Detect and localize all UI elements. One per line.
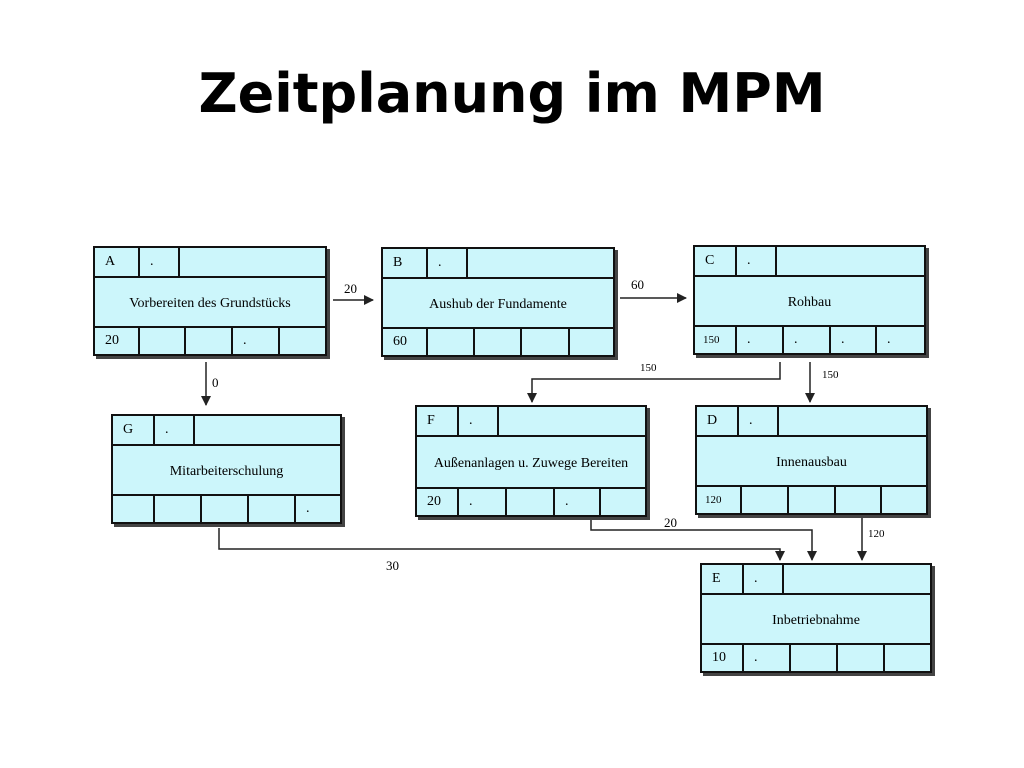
node-dot: .: [737, 247, 777, 275]
node-f: F . Außenanlagen u. Zuwege Bereiten 20 .…: [415, 405, 647, 517]
node-bottom-cell: [789, 487, 836, 513]
edge-label-a-b: 20: [344, 281, 357, 296]
node-duration: 20: [95, 328, 140, 354]
node-duration: [113, 496, 155, 522]
node-bottom-cell: [507, 489, 555, 515]
node-id: C: [695, 247, 737, 275]
node-bottom-cell: .: [233, 328, 280, 354]
node-e: E . Inbetriebnahme 10 .: [700, 563, 932, 673]
node-bottom-cell: [428, 329, 475, 355]
node-bottom-cell: [522, 329, 570, 355]
node-bottom-cell: .: [831, 327, 877, 353]
node-bottom-cell: [249, 496, 296, 522]
node-bottom-cell: [836, 487, 882, 513]
node-bottom-cell: .: [744, 645, 791, 671]
node-id: B: [383, 249, 428, 277]
node-name: Aushub der Fundamente: [429, 296, 567, 312]
node-bottom-cell: [838, 645, 885, 671]
node-bottom-cell: [791, 645, 838, 671]
node-bottom-cell: [601, 489, 645, 515]
edge-label-b-c: 60: [631, 277, 644, 292]
edge-label-f-e: 20: [664, 515, 677, 530]
node-c: C . Rohbau 150 . . . .: [693, 245, 926, 355]
node-id: D: [697, 407, 739, 435]
node-bottom-cell: .: [887, 332, 891, 347]
node-name: Außenanlagen u. Zuwege Bereiten: [433, 455, 629, 471]
node-bottom-cell: [570, 329, 613, 355]
node-b: B . Aushub der Fundamente 60: [381, 247, 615, 357]
arrow-f-e: [590, 518, 817, 561]
node-bottom-cell: [186, 328, 233, 354]
node-bottom-cell: .: [784, 327, 831, 353]
node-id: G: [113, 416, 155, 444]
edge-label-c-f: 150: [640, 362, 657, 374]
node-bottom-cell: [140, 328, 186, 354]
node-duration: 20: [417, 489, 459, 515]
node-bottom-cell: .: [459, 489, 507, 515]
arrow-c-f: [527, 362, 781, 403]
node-bottom-cell: [202, 496, 249, 522]
edge-label-c-d: 150: [822, 369, 839, 381]
node-a: A . Vorbereiten des Grundstücks 20 .: [93, 246, 327, 356]
node-id: E: [702, 565, 744, 593]
node-dot: .: [459, 407, 499, 435]
node-dot: .: [739, 407, 779, 435]
node-bottom-cell: [155, 496, 202, 522]
node-dot: .: [155, 416, 195, 444]
node-name: Innenausbau: [776, 454, 847, 470]
node-bottom-cell: [742, 487, 789, 513]
node-bottom-cell: [882, 487, 926, 513]
node-name: Inbetriebnahme: [772, 612, 860, 628]
node-bottom-cell: .: [555, 489, 601, 515]
node-g: G . Mitarbeiterschulung .: [111, 414, 342, 524]
node-name: Rohbau: [787, 294, 832, 310]
node-duration: 120: [697, 487, 742, 513]
arrow-g-e: [218, 528, 785, 561]
node-name: Vorbereiten des Grundstücks: [129, 295, 291, 311]
node-bottom-cell: [280, 328, 325, 354]
edge-label-g-e: 30: [386, 558, 399, 573]
node-id: F: [417, 407, 459, 435]
node-dot: .: [428, 249, 468, 277]
node-bottom-cell: [885, 645, 930, 671]
node-bottom-cell: .: [306, 501, 310, 516]
edge-label-a-g: 0: [212, 375, 219, 390]
node-dot: .: [744, 565, 784, 593]
node-duration: 10: [702, 645, 744, 671]
node-d: D . Innenausbau 120: [695, 405, 928, 515]
node-bottom-cell: .: [737, 327, 784, 353]
node-duration: 60: [383, 329, 428, 355]
node-duration: 150: [695, 327, 737, 353]
node-bottom-cell: [475, 329, 522, 355]
node-name: Mitarbeiterschulung: [169, 463, 284, 479]
node-id: A: [95, 248, 140, 276]
page-title: Zeitplanung im MPM: [198, 62, 826, 125]
edge-label-d-e: 120: [868, 528, 885, 540]
node-dot: .: [140, 248, 180, 276]
